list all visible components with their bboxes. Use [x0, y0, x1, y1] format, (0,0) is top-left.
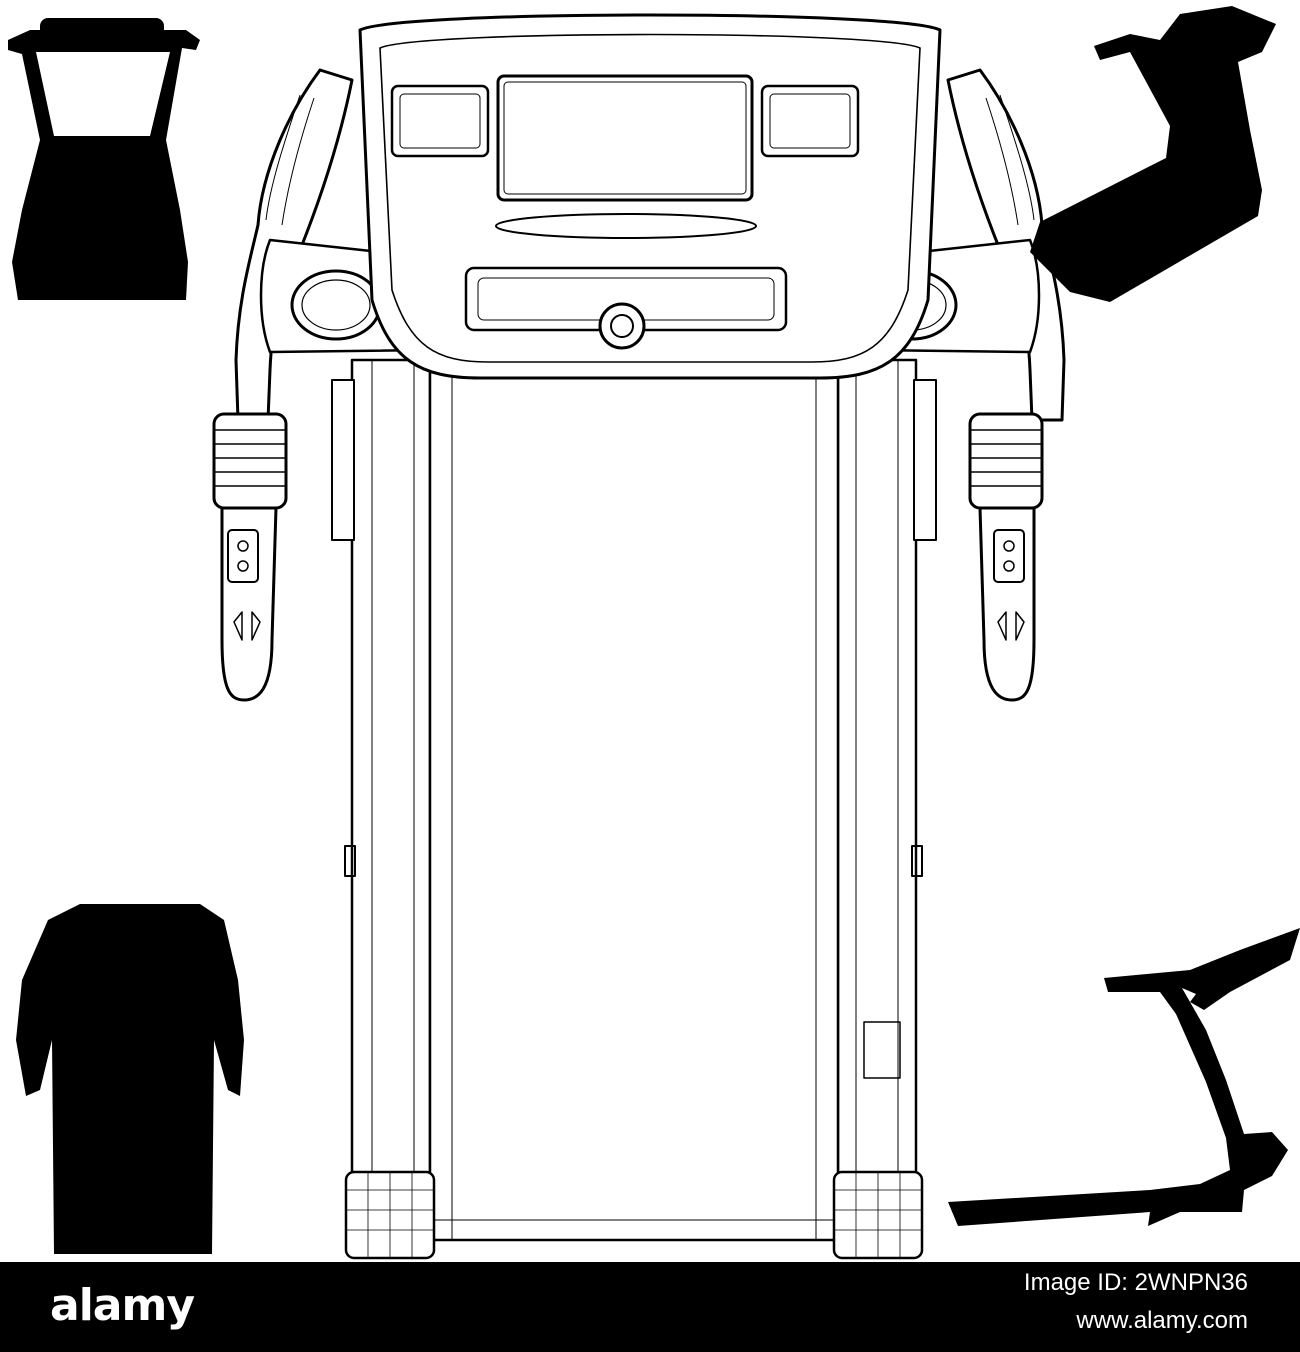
- console: [358, 13, 942, 380]
- treadmill-silhouette-perspective-icon: [1030, 6, 1276, 302]
- console-display: [496, 74, 754, 202]
- safety-key-icon: [598, 302, 646, 350]
- treadmill-wireframe-icon: [212, 13, 1066, 1260]
- watermark-footer: alamy Image ID: 2WNPN36 www.alamy.com: [0, 1262, 1300, 1352]
- treadmill-silhouette-front-icon: [8, 18, 200, 300]
- right-handlebar: [946, 68, 1066, 702]
- running-belt: [428, 370, 840, 1242]
- alamy-logo: alamy: [50, 1280, 195, 1331]
- illustration-canvas: [8, 6, 1300, 1260]
- site-url: www.alamy.com: [1076, 1307, 1248, 1334]
- rear-end-caps: [344, 1170, 924, 1260]
- treadmill-silhouette-side-icon: [948, 928, 1300, 1226]
- image-id-label: Image ID: 2WNPN36: [1023, 1269, 1248, 1296]
- deck-rails: [331, 358, 937, 1182]
- treadmill-silhouette-top-icon: [16, 904, 244, 1254]
